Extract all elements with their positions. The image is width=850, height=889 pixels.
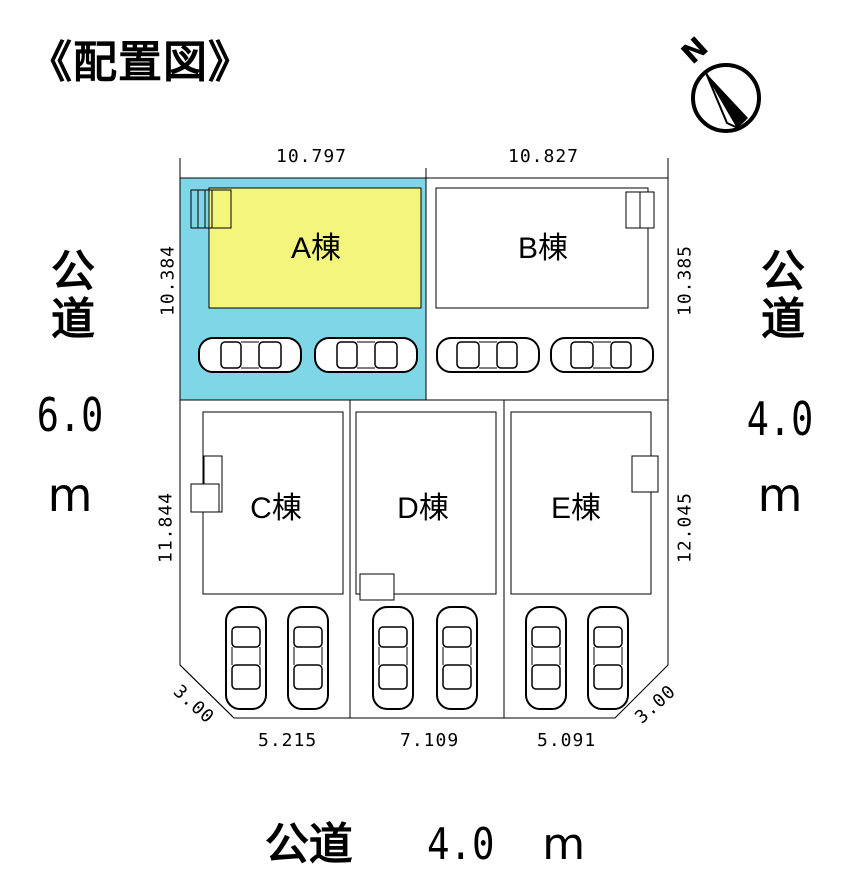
house-e	[510, 411, 652, 595]
dim-bottom-e: 5.091	[537, 730, 597, 751]
page-title: 《配置図》	[28, 37, 253, 88]
lot-label-e: E棟	[551, 492, 601, 525]
dim-bottom-c: 5.215	[258, 730, 318, 751]
left-road-unit: m	[47, 468, 93, 522]
car-icon	[436, 337, 540, 373]
bottom-road-unit: m	[542, 819, 586, 870]
left-road-name: 公道	[51, 246, 95, 345]
lot-label-c: C棟	[250, 492, 302, 525]
house-b	[435, 187, 649, 309]
dim-top-left: 10.797	[276, 146, 348, 167]
car-icon	[198, 337, 302, 373]
car-icon	[225, 606, 267, 710]
bottom-road-label: 公道 4.0 m	[0, 808, 850, 872]
bottom-road-name: 公道	[264, 819, 353, 870]
right-road-width: 4.0	[746, 392, 814, 446]
car-icon	[525, 606, 567, 710]
dim-left-upper: 10.384	[157, 244, 179, 317]
house-a	[208, 187, 422, 309]
dim-left-lower: 11.844	[155, 491, 177, 564]
right-road-name: 公道	[761, 246, 805, 345]
dim-top-right: 10.827	[508, 146, 580, 167]
dim-right-upper: 10.385	[674, 244, 696, 317]
right-road-unit: m	[757, 468, 803, 522]
car-icon	[372, 606, 414, 710]
car-icon	[587, 606, 629, 710]
lot-label-b: B棟	[518, 232, 568, 265]
north-arrow-icon	[691, 63, 761, 133]
left-road-width: 6.0	[36, 388, 104, 442]
car-icon	[550, 337, 654, 373]
bottom-road-width: 4.0	[426, 819, 495, 870]
house-c	[202, 411, 344, 595]
lot-label-a: A棟	[291, 232, 341, 265]
house-d	[355, 411, 497, 595]
car-icon	[314, 337, 418, 373]
car-icon	[287, 606, 329, 710]
car-icon	[436, 606, 478, 710]
dim-bottom-d: 7.109	[400, 730, 460, 751]
lot-label-d: D棟	[397, 492, 449, 525]
dim-right-lower: 12.045	[674, 491, 696, 564]
